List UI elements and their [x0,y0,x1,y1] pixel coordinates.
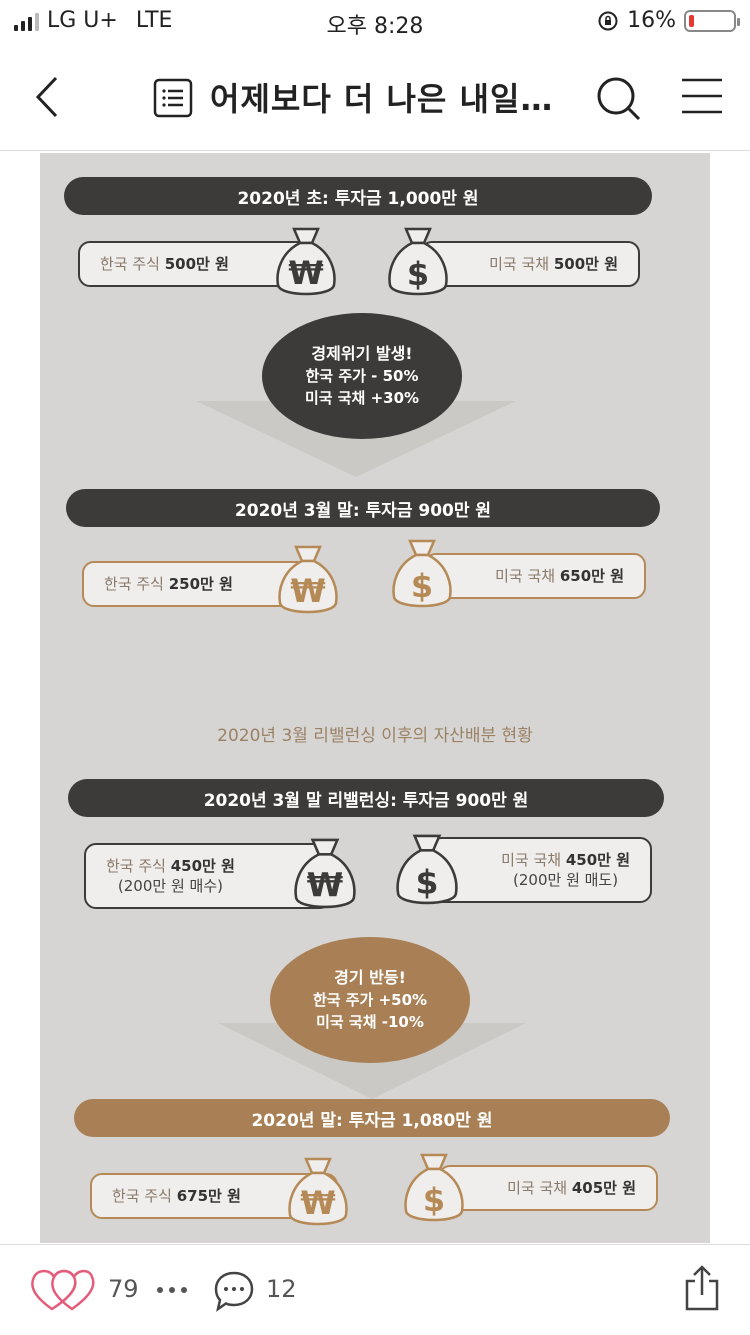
menu-icon[interactable] [682,76,722,116]
us-bond-amount-4: 405만 원 [571,1179,636,1197]
comment-count: 12 [266,1275,297,1303]
banner-rebalance: 2020년 3월 말 리밸런싱: 투자금 900만 원 [68,779,664,817]
bottom-bar: 79 12 [0,1244,750,1335]
us-bond-box-3: 미국 국채 450만 원 (200만 원 매도) [430,837,652,903]
us-bond-box-4: 미국 국채 405만 원 [438,1165,658,1211]
korea-stock-amount-3: 450만 원 [170,857,235,875]
status-left: LG U+ LTE [14,8,172,33]
page-title: 어제보다 더 나은 내일… [210,80,554,118]
us-bond-box-1: 미국 국채 500만 원 [420,241,640,287]
won-symbol-1: ₩ [288,254,323,292]
status-right: 16% [597,8,740,33]
banner-2020-march: 2020년 3월 말: 투자금 900만 원 [66,489,660,527]
us-bond-label-3: 미국 국채 [501,851,562,869]
article-image: 2020년 초: 투자금 1,000만 원 한국 주식 500만 원 ₩ 미국 … [40,153,710,1243]
korea-stock-amount-1: 500만 원 [164,255,229,273]
dollar-bag-icon-1: $ [388,227,448,296]
us-bond-note-3: (200만 원 매도) [513,871,619,889]
korea-stock-box-1: 한국 주식 500만 원 [78,241,314,287]
korea-stock-label-3: 한국 주식 [106,857,166,875]
won-symbol-3: ₩ [307,866,343,905]
like-heart-icon[interactable] [30,1267,96,1313]
nav-bar: 어제보다 더 나은 내일… [0,44,750,151]
like-count: 79 [108,1275,139,1303]
more-icon[interactable] [156,1285,188,1295]
us-bond-box-2: 미국 국채 650만 원 [424,553,646,599]
carrier-label: LG U+ [47,8,118,33]
us-bond-amount-1: 500만 원 [553,255,618,273]
crisis-bubble: 경제위기 발생! 한국 주가 - 50% 미국 국채 +30% [262,313,462,439]
rebound-line-2: 한국 주가 +50% [312,991,428,1009]
us-bond-amount-3: 450만 원 [565,851,630,869]
dollar-symbol-4: $ [423,1181,445,1219]
korea-stock-note-3: (200만 원 매수) [117,877,223,895]
crisis-line-1: 경제위기 발생! [311,344,413,363]
won-bag-icon-4: ₩ [288,1157,348,1226]
down-arrow-1 [196,401,516,477]
korea-stock-label-2: 한국 주식 [104,575,164,593]
share-icon[interactable] [684,1265,720,1311]
network-label: LTE [135,8,173,33]
battery-icon [684,9,740,32]
won-symbol-2: ₩ [290,572,325,610]
us-bond-label-4: 미국 국채 [507,1179,568,1197]
korea-stock-label-1: 한국 주식 [100,255,160,273]
banner-2020-end: 2020년 말: 투자금 1,080만 원 [74,1099,670,1137]
battery-percent: 16% [627,8,676,33]
won-bag-icon-2: ₩ [278,545,338,614]
won-symbol-4: ₩ [300,1184,335,1222]
banner-2020-start: 2020년 초: 투자금 1,000만 원 [64,177,652,215]
crisis-line-2: 한국 주가 - 50% [305,367,419,385]
rebound-bubble: 경기 반등! 한국 주가 +50% 미국 국채 -10% [270,937,470,1063]
dollar-bag-icon-2: $ [392,539,452,608]
dollar-bag-icon-4: $ [404,1153,464,1222]
korea-stock-amount-2: 250만 원 [168,575,233,593]
rebalance-title: 2020년 3월 리밸런싱 이후의 자산배분 현황 [217,726,533,746]
search-icon[interactable] [596,76,642,122]
crisis-line-3: 미국 국채 +30% [304,389,420,407]
won-bag-icon-1: ₩ [276,227,336,296]
signal-icon [14,11,39,31]
us-bond-label-2: 미국 국채 [495,567,556,585]
orientation-lock-icon [598,11,618,30]
dollar-symbol-1: $ [407,255,429,293]
won-bag-icon-3: ₩ [294,838,356,909]
status-bar: LG U+ LTE 오후 8:28 16% [0,0,750,44]
korea-stock-amount-4: 675만 원 [176,1187,241,1205]
us-bond-label-1: 미국 국채 [489,255,550,273]
us-bond-amount-2: 650만 원 [559,567,624,585]
clock: 오후 8:28 [326,14,424,39]
korea-stock-label-4: 한국 주식 [112,1187,172,1205]
dollar-symbol-2: $ [411,567,433,605]
back-icon[interactable] [30,74,64,120]
rebound-line-3: 미국 국채 -10% [316,1013,424,1031]
dollar-bag-icon-3: $ [396,834,458,905]
comment-icon[interactable] [212,1269,256,1313]
list-icon[interactable] [153,78,193,118]
dollar-symbol-3: $ [416,863,439,902]
rebound-line-1: 경기 반등! [334,968,406,987]
